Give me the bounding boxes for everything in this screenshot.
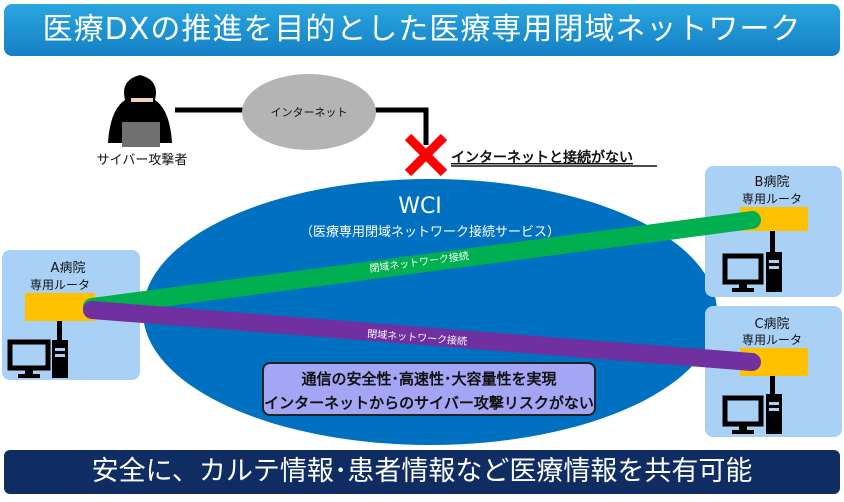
internet-label: インターネット xyxy=(271,106,348,119)
hospital-a: A病院 専用ルータ xyxy=(2,250,140,380)
internet-cloud xyxy=(242,74,376,150)
computer-icon xyxy=(7,339,68,378)
wci-subtitle: （医療専用閉域ネットワーク接続サービス） xyxy=(300,224,560,240)
wci-name: WCI xyxy=(398,194,442,219)
hospital-c-name: C病院 xyxy=(754,317,789,332)
benefit-line-2: インターネットからのサイバー攻撃リスクがない xyxy=(264,394,594,412)
benefit-line-1: 通信の安全性･高速性･大容量性を実現 xyxy=(301,370,557,388)
purple-link xyxy=(83,301,761,371)
benefits-box: 通信の安全性･高速性･大容量性を実現 インターネットからのサイバー攻撃リスクがな… xyxy=(262,362,596,416)
attacker-label: サイバー攻撃者 xyxy=(97,152,188,168)
hospital-b-name: B病院 xyxy=(755,175,790,190)
hospital-a-name: A病院 xyxy=(51,261,86,276)
no-connection-label: インターネットと接続がない xyxy=(451,149,633,166)
green-link xyxy=(83,211,761,316)
footer-banner: 安全に、カルテ情報･患者情報など医療情報を共有可能 xyxy=(4,450,840,494)
page-title: 医療DXの推進を目的とした医療専用閉域ネットワーク xyxy=(4,4,840,56)
hospital-a-router-label: 専用ルータ xyxy=(30,278,90,292)
computer-icon xyxy=(722,394,782,434)
blocked-cross-icon xyxy=(404,133,448,177)
hospital-c-router-label: 専用ルータ xyxy=(742,333,802,347)
computer-icon xyxy=(722,252,782,292)
hospital-c: C病院 専用ルータ xyxy=(705,306,842,437)
hospital-b-router-label: 専用ルータ xyxy=(742,192,802,206)
hacker-icon xyxy=(108,75,172,147)
